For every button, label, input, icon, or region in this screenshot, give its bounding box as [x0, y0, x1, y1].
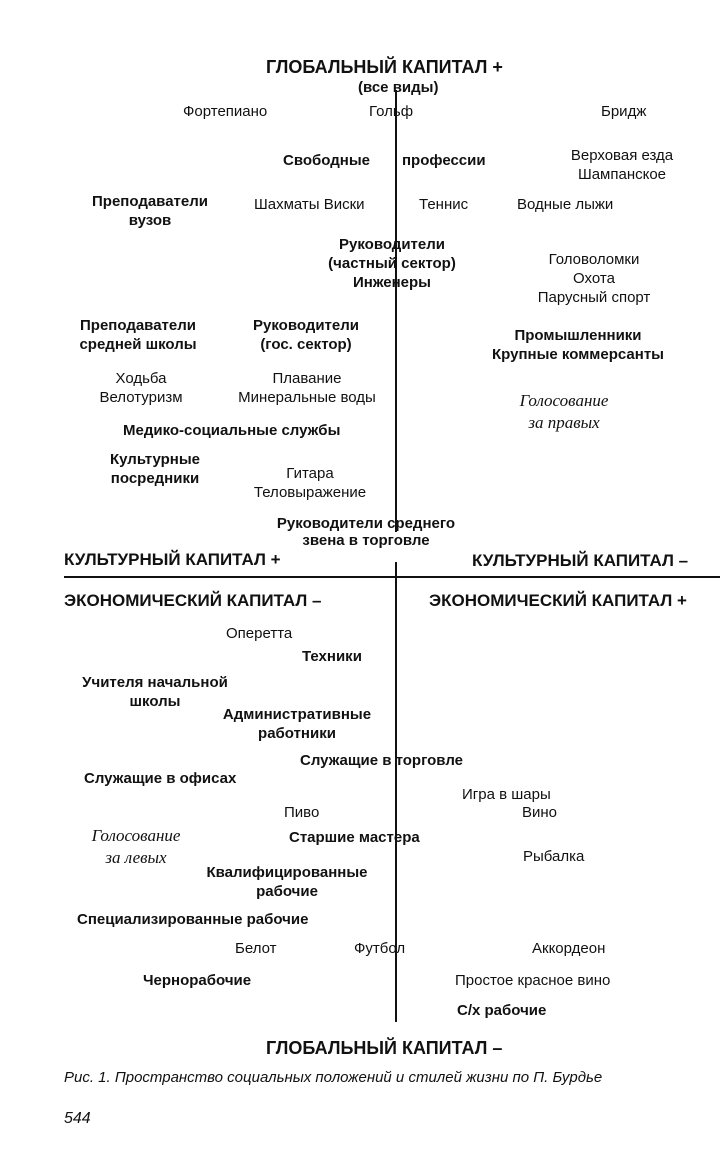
item-football: Футбол [354, 940, 406, 957]
item-tennis: Теннис [419, 196, 469, 213]
axis-left-upper: КУЛЬТУРНЫЙ КАПИТАЛ + [64, 550, 281, 569]
item-medsocial: Медико-социальные службы [123, 422, 341, 439]
item-laborers: Чернорабочие [143, 972, 252, 989]
page-number: 544 [64, 1110, 91, 1127]
item-guitar-expression: Гитара Теловыражение [253, 465, 367, 501]
axis-right-lower: ЭКОНОМИЧЕСКИЙ КАПИТАЛ + [429, 591, 687, 610]
item-middle-managers: Руководители среднего звена в торговле [276, 515, 456, 549]
item-waterski: Водные лыжи [517, 196, 614, 213]
item-skilled-workers: Квалифицированные рабочие [206, 864, 368, 900]
vertical-axis-upper [395, 90, 397, 532]
item-golf: Гольф [369, 103, 414, 120]
item-swimming-waters: Плавание Минеральные воды [238, 370, 376, 406]
axis-left-lower: ЭКОНОМИЧЕСКИЙ КАПИТАЛ – [64, 591, 322, 610]
item-free-professions-2: профессии [402, 152, 486, 169]
figure-caption: Рис. 1. Пространство социальных положени… [64, 1069, 603, 1086]
item-teachers-secondary: Преподаватели средней школы [79, 317, 197, 353]
item-foremen: Старшие мастера [289, 829, 420, 846]
item-free-professions-1: Свободные [283, 152, 370, 169]
axis-right-upper: КУЛЬТУРНЫЙ КАПИТАЛ – [472, 551, 689, 570]
item-admin-workers: Административные работники [222, 706, 372, 742]
item-industrialists: Промышленники Крупные коммерсанты [492, 327, 664, 363]
item-fishing: Рыбалка [523, 848, 585, 865]
item-technicians: Техники [302, 648, 362, 665]
horizontal-axis [64, 576, 720, 578]
item-bridge: Бридж [601, 103, 647, 120]
item-puzzles-hunting-sailing: Головоломки Охота Парусный спорт [537, 251, 651, 306]
top-global-capital: ГЛОБАЛЬНЫЙ КАПИТАЛ + [266, 57, 503, 77]
vertical-axis-lower [395, 562, 397, 1022]
item-belote: Белот [235, 940, 277, 957]
item-office-employees: Служащие в офисах [84, 770, 237, 787]
item-trade-employees: Служащие в торговле [300, 752, 464, 769]
item-walking-cycling: Ходьба Велотуризм [99, 370, 183, 406]
item-managers-public: Руководители (гос. сектор) [253, 317, 359, 353]
item-petanque: Игра в шары [462, 786, 551, 803]
item-operetta: Оперетта [226, 625, 293, 642]
bottom-global-capital: ГЛОБАЛЬНЫЙ КАПИТАЛ – [266, 1038, 503, 1058]
item-wine: Вино [522, 804, 558, 821]
item-cultural-mediators: Культурные посредники [110, 451, 200, 487]
item-specialized-workers: Специализированные рабочие [77, 911, 309, 928]
item-accordion: Аккордеон [532, 940, 606, 957]
top-global-capital-sub: (все виды) [358, 79, 439, 96]
item-red-wine: Простое красное вино [455, 972, 611, 989]
item-vote-right: Голосование за правых [519, 391, 609, 432]
item-vote-left: Голосование за левых [91, 826, 181, 867]
item-farm-workers: С/х рабочие [457, 1002, 547, 1019]
item-chess-whisky: Шахматы Виски [254, 196, 365, 213]
item-primary-teachers: Учителя начальной школы [82, 674, 228, 710]
item-professors-univ: Преподаватели вузов [92, 193, 208, 229]
item-beer: Пиво [284, 804, 320, 821]
item-managers-private: Руководители (частный сектор) Инженеры [328, 236, 456, 291]
item-fortepiano: Фортепиано [183, 103, 268, 120]
